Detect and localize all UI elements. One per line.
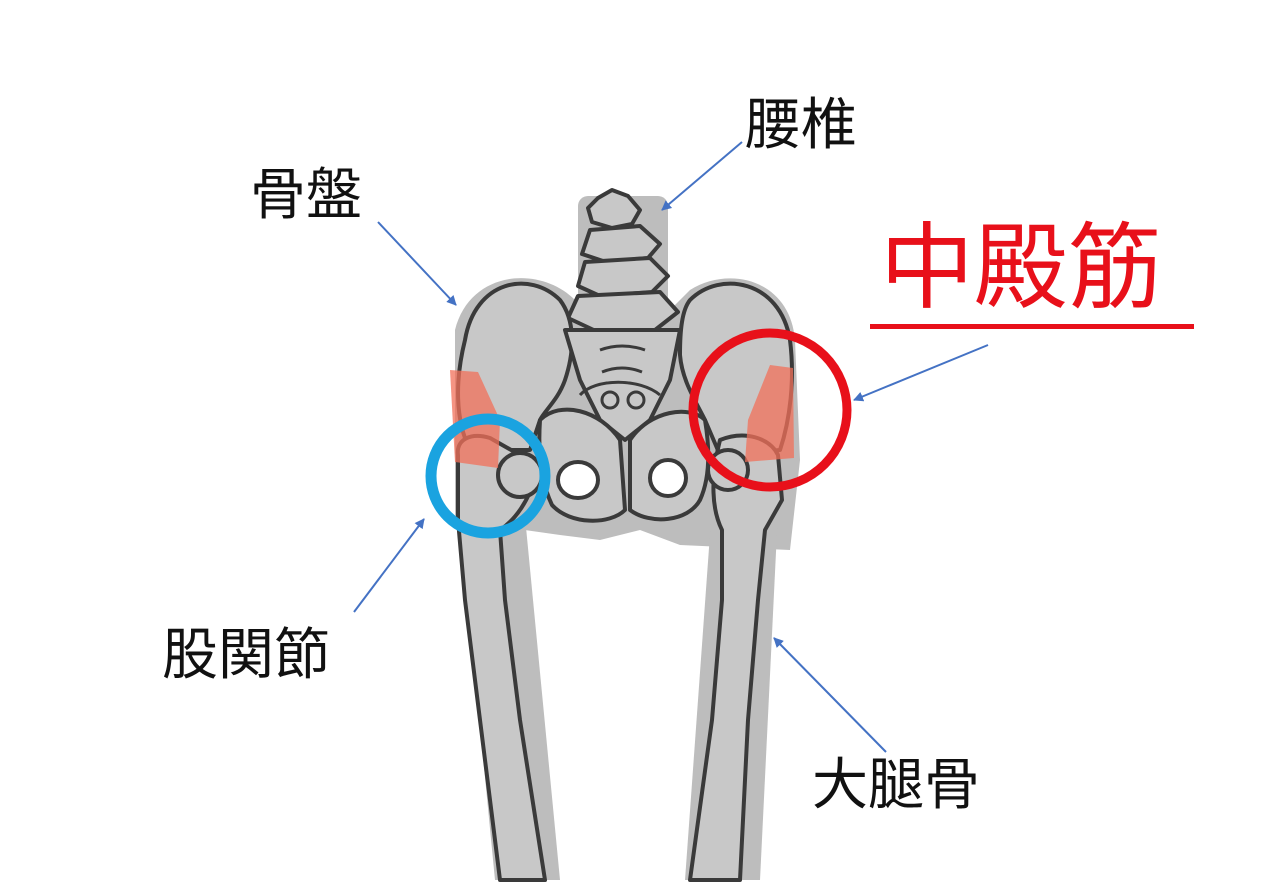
leader-arrows bbox=[353, 141, 989, 753]
label-lumbar: 腰椎 bbox=[745, 93, 857, 158]
arrow-hip-joint bbox=[353, 518, 425, 613]
hip-joint-ring bbox=[425, 413, 551, 539]
sacrum-detail bbox=[578, 344, 661, 410]
obturator-foramen bbox=[556, 458, 688, 500]
arrow-femur bbox=[773, 637, 887, 753]
arrow-lumbar bbox=[661, 141, 743, 211]
label-pelvis: 骨盤 bbox=[250, 163, 362, 228]
label-hip-joint: 股関節 bbox=[162, 623, 330, 688]
gluteus-medius-underline bbox=[870, 324, 1194, 329]
gluteus-medius-ring bbox=[688, 328, 852, 492]
label-gluteus-medius: 中殿筋 bbox=[880, 214, 1163, 323]
arrow-gluteus-medius bbox=[853, 344, 989, 402]
arrow-pelvis bbox=[377, 221, 457, 306]
label-femur: 大腿骨 bbox=[812, 753, 980, 818]
